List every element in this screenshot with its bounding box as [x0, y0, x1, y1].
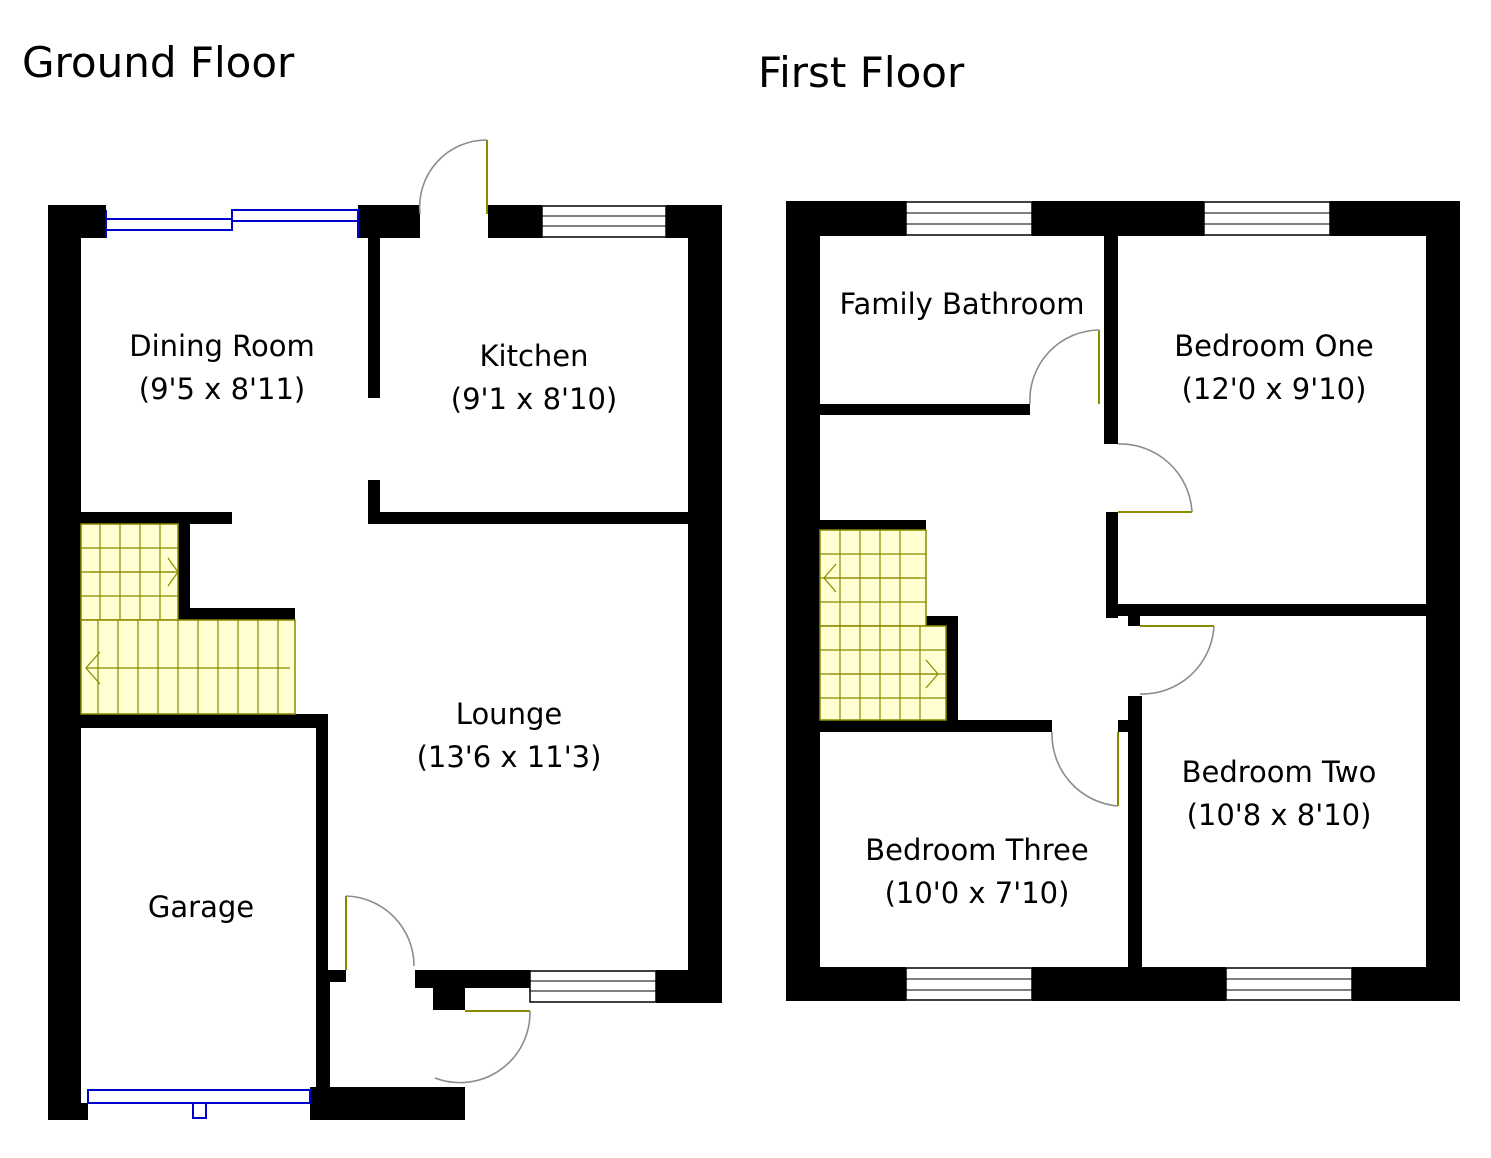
wall — [656, 970, 722, 1003]
door-swing — [434, 1010, 531, 1084]
wall — [48, 205, 106, 238]
wall — [818, 720, 1052, 732]
wall — [310, 1087, 465, 1120]
wall — [1128, 612, 1140, 626]
wall — [48, 205, 81, 1120]
wall — [358, 205, 420, 238]
wall — [1104, 404, 1118, 444]
wall — [786, 201, 820, 1001]
wall — [178, 608, 295, 620]
room-size-kitchen: (9'1 x 8'10) — [451, 382, 617, 416]
wall — [316, 970, 330, 1105]
room-name-bed2: Bedroom Two — [1182, 755, 1377, 789]
room-size-dining: (9'5 x 8'11) — [139, 372, 305, 406]
door-swing — [418, 139, 488, 215]
patio-door — [105, 209, 359, 238]
wall — [368, 512, 688, 524]
ground-floor-title: Ground Floor — [22, 38, 295, 87]
room-name-dining: Dining Room — [129, 329, 314, 363]
room-name-kitchen: Kitchen — [480, 339, 589, 373]
room-name-lounge: Lounge — [456, 697, 562, 731]
wall — [1352, 967, 1460, 1001]
wall — [415, 970, 530, 988]
wall — [368, 236, 380, 398]
room-size-bed2: (10'8 x 8'10) — [1187, 798, 1372, 832]
wall — [1106, 512, 1118, 618]
staircase — [80, 523, 296, 715]
wall — [688, 205, 722, 1003]
wall — [1106, 604, 1428, 616]
wall — [926, 616, 958, 626]
room-name-bed1: Bedroom One — [1174, 329, 1373, 363]
window — [905, 967, 1033, 1001]
room-size-lounge: (13'6 x 11'3) — [417, 740, 602, 774]
window — [541, 205, 667, 238]
wall — [818, 404, 1030, 415]
wall — [1426, 201, 1460, 1001]
window — [905, 201, 1033, 236]
garage-door — [87, 1089, 311, 1119]
staircase — [819, 529, 947, 721]
first-floor-title: First Floor — [758, 48, 965, 97]
window — [1225, 967, 1353, 1001]
window — [1203, 201, 1331, 236]
wall — [1104, 234, 1118, 406]
wall — [48, 1103, 88, 1120]
door-swing — [1051, 731, 1119, 807]
door-swing — [1029, 329, 1100, 405]
wall — [786, 201, 906, 236]
ground-floor-plan: Dining Room (9'5 x 8'11) Kitchen (9'1 x … — [48, 139, 722, 1120]
wall — [433, 985, 465, 1010]
door-swing — [345, 895, 415, 970]
wall — [80, 714, 328, 728]
door-swing — [1117, 443, 1193, 513]
wall — [178, 512, 190, 620]
wall — [1128, 696, 1142, 968]
wall — [818, 520, 926, 530]
first-floor-plan: Family Bathroom Bedroom One (12'0 x 9'10… — [786, 201, 1460, 1001]
wall — [488, 205, 542, 238]
room-name-bathroom: Family Bathroom — [840, 287, 1085, 321]
wall — [1032, 201, 1204, 236]
room-name-bed3: Bedroom Three — [865, 833, 1088, 867]
wall — [316, 714, 328, 970]
wall — [946, 616, 958, 730]
wall — [80, 512, 232, 524]
door-swing — [1139, 625, 1215, 695]
wall — [786, 967, 906, 1001]
room-name-garage: Garage — [148, 890, 254, 924]
room-size-bed3: (10'0 x 7'10) — [885, 876, 1070, 910]
window — [529, 970, 657, 1003]
wall — [1032, 967, 1226, 1001]
room-size-bed1: (12'0 x 9'10) — [1182, 372, 1367, 406]
